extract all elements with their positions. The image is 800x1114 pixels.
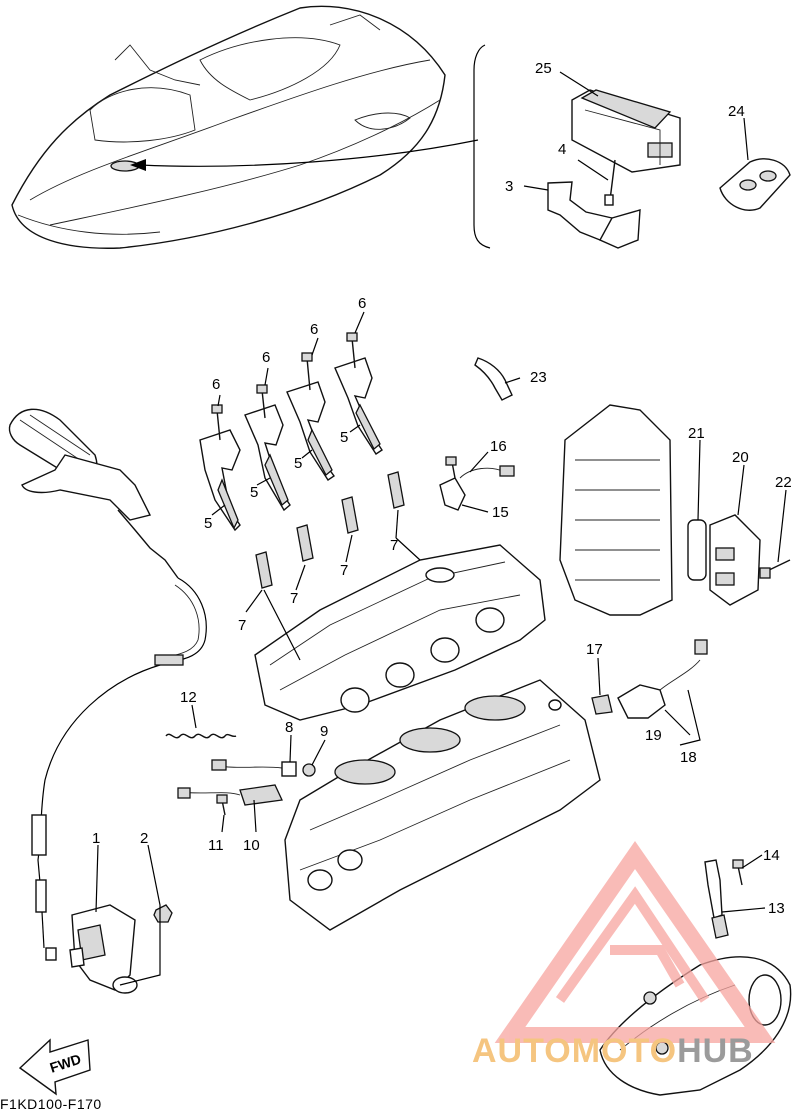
part-12-spring	[165, 733, 237, 739]
callout-19: 19	[645, 727, 662, 744]
callout-3: 3	[505, 178, 513, 195]
callout-15: 15	[492, 504, 509, 521]
coil-2	[244, 404, 291, 512]
part-22-bolt	[759, 559, 791, 579]
callout-2: 2	[140, 830, 148, 847]
throttle-cable	[37, 577, 207, 906]
callout-6d: 6	[212, 376, 220, 393]
inset-bracket	[473, 44, 491, 249]
coil-4	[334, 357, 383, 455]
callout-5c: 5	[250, 484, 258, 501]
callout-4: 4	[558, 141, 566, 158]
part-3-bracket	[547, 181, 641, 249]
callout-7b: 7	[340, 562, 348, 579]
callout-10: 10	[243, 837, 260, 854]
callout-12: 12	[180, 689, 197, 706]
cable-tip	[45, 947, 57, 961]
watercraft-illustration	[11, 5, 446, 249]
callout-22: 22	[775, 474, 792, 491]
callout-7a: 7	[390, 537, 398, 554]
part-25-control-box	[571, 89, 681, 173]
inset-pointer-line	[139, 139, 479, 167]
callout-6a: 6	[358, 295, 366, 312]
callout-5d: 5	[204, 515, 212, 532]
callout-7c: 7	[290, 590, 298, 607]
callout-20: 20	[732, 449, 749, 466]
part-24-key-fob	[719, 158, 791, 211]
callout-6b: 6	[310, 321, 318, 338]
part-11-bolt	[216, 794, 228, 816]
part-20-controller	[709, 514, 761, 606]
watermark-part-1: AUTOMOTO	[472, 1032, 678, 1070]
callout-25: 25	[535, 60, 552, 77]
callout-9: 9	[320, 723, 328, 740]
cable-fitting	[35, 879, 47, 913]
callout-13: 13	[768, 900, 785, 917]
engine-cylinder-head	[254, 544, 546, 721]
callout-24: 24	[728, 103, 745, 120]
coil-3	[286, 381, 335, 481]
watermark-part-2: HUB	[677, 1032, 754, 1070]
part-13-sensor	[704, 859, 729, 939]
watermark-triangle	[494, 840, 776, 1043]
callout-21: 21	[688, 425, 705, 442]
part-9-gasket	[302, 763, 316, 777]
coil-1	[199, 429, 241, 532]
fwd-arrow: FWD	[18, 1038, 91, 1096]
part-17-fitting	[591, 694, 613, 715]
part-1-throttle-body-sensor	[69, 904, 138, 994]
part-21-gasket	[687, 519, 707, 581]
callout-17: 17	[586, 641, 603, 658]
diagram-code: F1KD100-F170	[0, 1096, 102, 1112]
part-23-clip	[474, 357, 513, 401]
part-16-bolt	[445, 456, 457, 479]
part-14-bolt	[732, 859, 744, 886]
ignition-coils	[199, 357, 383, 532]
callout-14: 14	[763, 847, 780, 864]
coil-bolts	[211, 332, 358, 441]
part-19-sensor	[617, 639, 708, 719]
leader-lines	[95, 71, 787, 986]
inset-pointer-arrow	[130, 159, 146, 171]
part-10-sensor	[177, 784, 283, 806]
callout-6c: 6	[262, 349, 270, 366]
callout-18: 18	[680, 749, 697, 766]
engine-mount-bracket	[559, 404, 673, 616]
part-15-sensor	[439, 465, 515, 511]
throttle-handle	[8, 408, 179, 579]
callout-1: 1	[92, 830, 100, 847]
cable-end	[31, 814, 47, 856]
engine-block	[284, 679, 601, 931]
callout-16: 16	[490, 438, 507, 455]
callout-7d: 7	[238, 617, 246, 634]
callout-8: 8	[285, 719, 293, 736]
cable-sleeve	[154, 654, 184, 666]
callout-5b: 5	[294, 455, 302, 472]
watermark-text: AUTOMOTOHUB	[472, 1032, 754, 1071]
part-4-bolt	[604, 159, 616, 206]
callout-5a: 5	[340, 429, 348, 446]
part-2-nut	[153, 904, 173, 923]
callout-labels: 25 24 4 3 6 6 6 6 23 5 5 5 5 16 15 21 20…	[92, 60, 792, 917]
throttle-cable-inner	[157, 584, 200, 661]
spark-plugs	[255, 471, 405, 589]
callout-11: 11	[208, 837, 224, 854]
part-8-sensor	[211, 759, 297, 777]
callout-23: 23	[530, 369, 547, 386]
